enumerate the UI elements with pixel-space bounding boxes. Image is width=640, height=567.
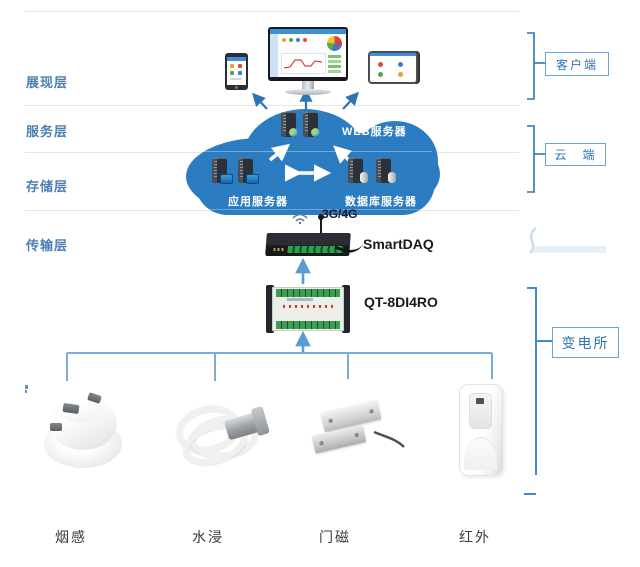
tag-client: 客户端 (545, 52, 609, 76)
tag-substation: 变电所 (552, 327, 619, 358)
network-link-label: 3G/4G (322, 207, 358, 221)
cloud-shape (195, 150, 435, 215)
dashboard-sidebar (270, 34, 278, 77)
layer-divider (25, 105, 519, 106)
io-module-body (272, 287, 344, 331)
dashboard-icon (296, 38, 300, 42)
layer-label-presentation: 展现层 (26, 75, 69, 90)
tag-cloud: 云 端 (545, 143, 606, 166)
dashboard-line-chart (281, 53, 326, 74)
tablet-app-header (370, 53, 416, 56)
layer-label-storage: 存储层 (26, 179, 69, 194)
io-module-print (287, 298, 313, 301)
divider-over-cloud (200, 151, 432, 152)
phone-app-row (230, 78, 242, 80)
sensor-bus (66, 352, 493, 381)
dashboard-header-bar (270, 29, 346, 34)
phone-app-tile (230, 64, 234, 68)
pir-window (469, 393, 492, 429)
db-server-label: 数据库服务器 (345, 196, 417, 208)
app-server-label: 应用服务器 (228, 196, 288, 208)
gateway-leds (273, 248, 284, 251)
app-screen-icon (220, 174, 233, 184)
app-screen-icon (246, 174, 259, 184)
divider-over-cloud (192, 209, 436, 210)
faded-tag-remnant (533, 246, 606, 253)
layer-divider (25, 11, 519, 12)
smoke-vent-slot (50, 423, 62, 431)
door-magnet-cable (373, 430, 405, 448)
globe-icon (311, 128, 320, 137)
dashboard-list-bar (328, 55, 341, 58)
io-module-flange (266, 285, 274, 333)
database-cylinder-icon (388, 172, 396, 183)
wifi-icon (291, 211, 309, 229)
bracket-substation (524, 287, 552, 495)
io-module-device (266, 285, 350, 333)
db-server-icon (376, 158, 391, 183)
tablet-screen (370, 53, 416, 82)
sensor-label-smoke: 烟感 (55, 529, 87, 545)
dashboard-list-bar (328, 65, 341, 68)
monitor-base (285, 89, 331, 95)
io-module-flange (342, 285, 350, 333)
layer-label-transmission: 传输层 (26, 238, 69, 253)
bracket-cloud (527, 125, 545, 193)
pir-lower-panel (464, 437, 497, 470)
gateway-label: SmartDAQ (363, 236, 434, 252)
dashboard-icon (289, 38, 293, 42)
bracket-client (527, 32, 545, 100)
phone-screen (227, 57, 246, 85)
monitor-screen (270, 29, 346, 77)
web-server-label: WEB服务器 (342, 126, 407, 138)
magnet-block (311, 424, 367, 454)
tablet-app-icon (378, 62, 383, 67)
dashboard-icon (282, 38, 286, 42)
phone-home-button (235, 86, 238, 89)
phone-app-tile (230, 71, 234, 75)
database-cylinder-icon (360, 172, 368, 183)
phone-app-tile (238, 64, 242, 68)
dashboard-icon (303, 38, 307, 42)
infrared-sensor-device (459, 384, 503, 476)
sensor-label-water: 水浸 (192, 529, 224, 545)
tablet-app-icon (378, 72, 383, 77)
phone-app-tile (238, 71, 242, 75)
tablet-app-icon (398, 62, 403, 67)
globe-icon (289, 128, 298, 137)
stray-mark (25, 385, 28, 393)
io-module-label: QT-8DI4RO (364, 294, 438, 310)
dashboard-pie-chart (327, 36, 342, 51)
tablet-device (368, 51, 420, 84)
smartphone-device (225, 53, 248, 90)
sensor-label-infrared: 红外 (459, 529, 491, 545)
io-terminal-strip (276, 321, 340, 329)
antenna-icon (318, 214, 324, 234)
io-terminal-strip (276, 289, 340, 297)
monitor-stand (302, 81, 314, 90)
phone-app-header (227, 57, 246, 61)
layer-label-service: 服务层 (26, 124, 69, 139)
dashboard-list-bar (328, 70, 341, 73)
sensor-label-door: 门磁 (319, 529, 351, 545)
tablet-app-icon (398, 72, 403, 77)
dashboard-list-bar (328, 60, 341, 63)
io-module-leds (283, 305, 335, 308)
db-server-icon (348, 158, 363, 183)
